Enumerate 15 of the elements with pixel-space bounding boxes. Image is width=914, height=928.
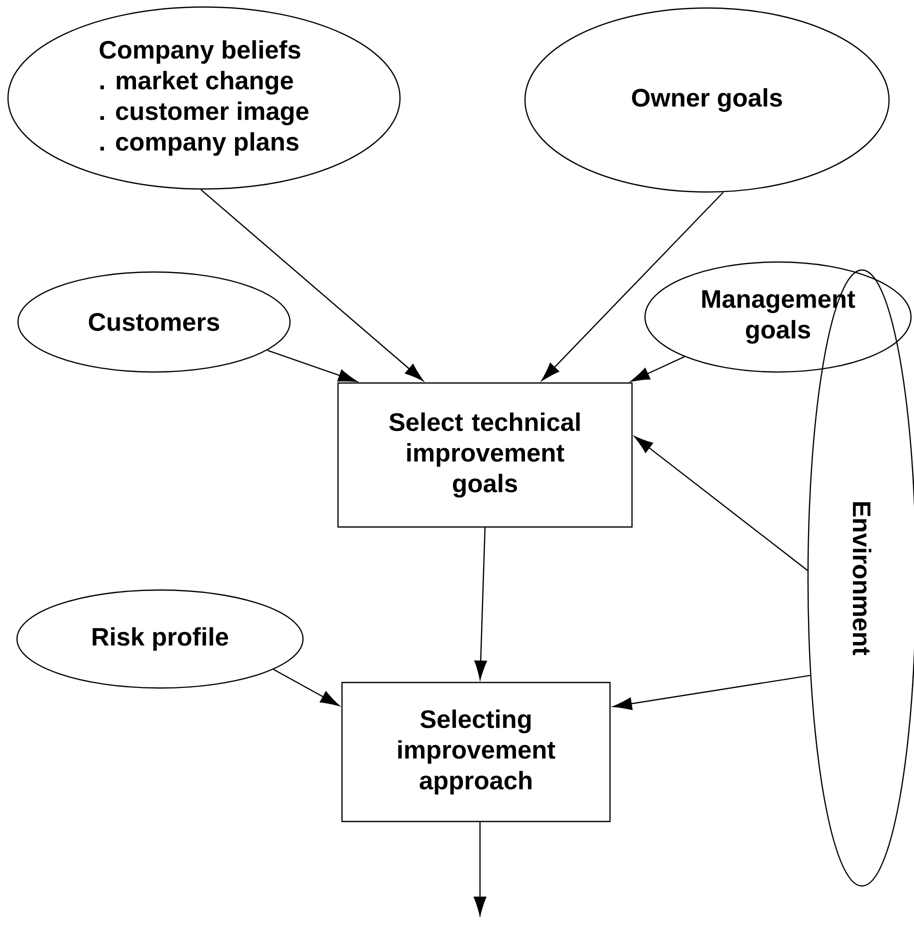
arrow (612, 674, 810, 710)
process-box: Selecting improvement approach (341, 682, 611, 822)
arrow (200, 189, 424, 382)
process-box: Select technical improvement goals (337, 382, 633, 528)
arrow (634, 436, 808, 571)
arrow (630, 356, 685, 382)
arrow (267, 350, 358, 382)
ellipse-node: Owner goals (524, 7, 890, 193)
ellipse-node: Risk profile (16, 589, 304, 689)
arrow (273, 668, 340, 706)
ellipse-node: Company beliefs . market change . customer image . company plans (7, 6, 401, 190)
arrow (541, 192, 724, 381)
arrow (474, 528, 487, 680)
ellipse-node: Customers (17, 271, 291, 373)
arrow (474, 822, 486, 916)
